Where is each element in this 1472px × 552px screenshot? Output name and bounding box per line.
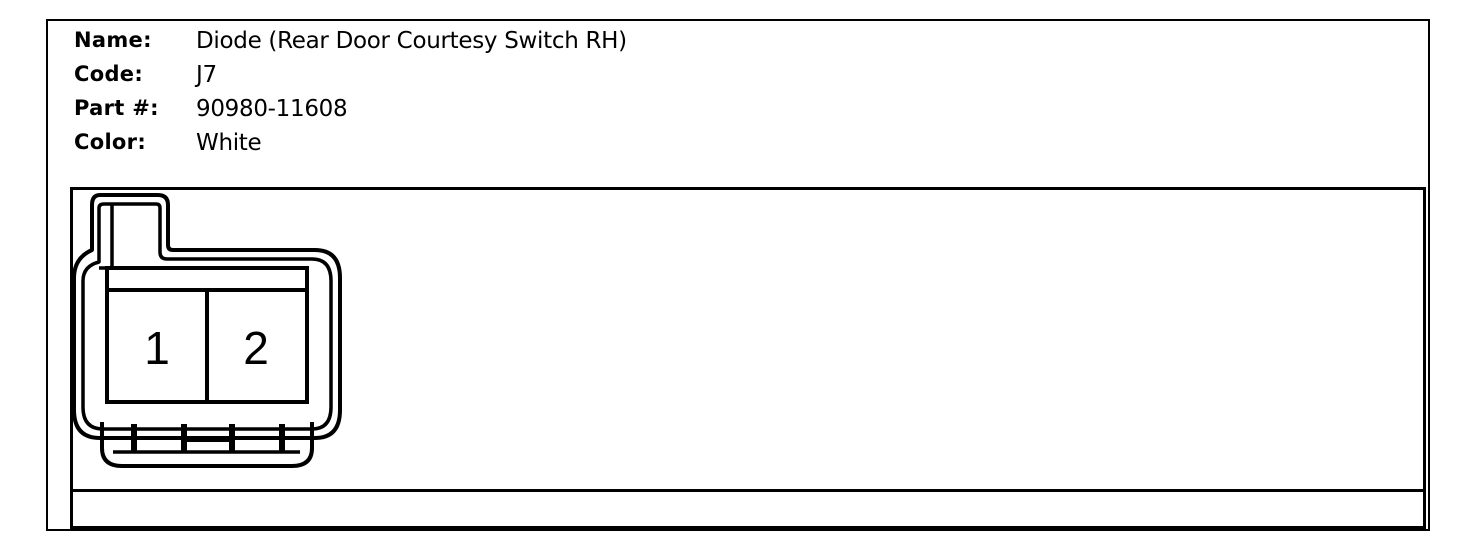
- part-number-label: Part #:: [74, 96, 159, 120]
- part-number-value: 90980-11608: [196, 96, 348, 122]
- connector-tab-center-right: [229, 424, 235, 452]
- name-label: Name:: [74, 28, 152, 52]
- connector-tab-left: [131, 424, 137, 452]
- name-value: Diode (Rear Door Courtesy Switch RH): [196, 28, 627, 54]
- color-label: Color:: [74, 130, 147, 154]
- connector-bottom-key: [100, 422, 314, 468]
- connector-center-notch: [187, 436, 229, 442]
- connector-housing-inner: [81, 202, 333, 431]
- pin-1-label: 1: [144, 322, 170, 374]
- connector-tab-center-left: [181, 424, 187, 452]
- pin-2-label: 2: [243, 322, 269, 374]
- diagram-footer-strip: [70, 489, 1426, 529]
- code-value: J7: [196, 62, 217, 88]
- connector-sheet-frame: [46, 19, 1430, 531]
- connector-tab-right: [279, 424, 285, 452]
- connector-housing-outer: [72, 193, 342, 440]
- code-label: Code:: [74, 62, 144, 86]
- color-value: White: [196, 130, 262, 156]
- connector-face-diagram: 1 2: [72, 193, 342, 468]
